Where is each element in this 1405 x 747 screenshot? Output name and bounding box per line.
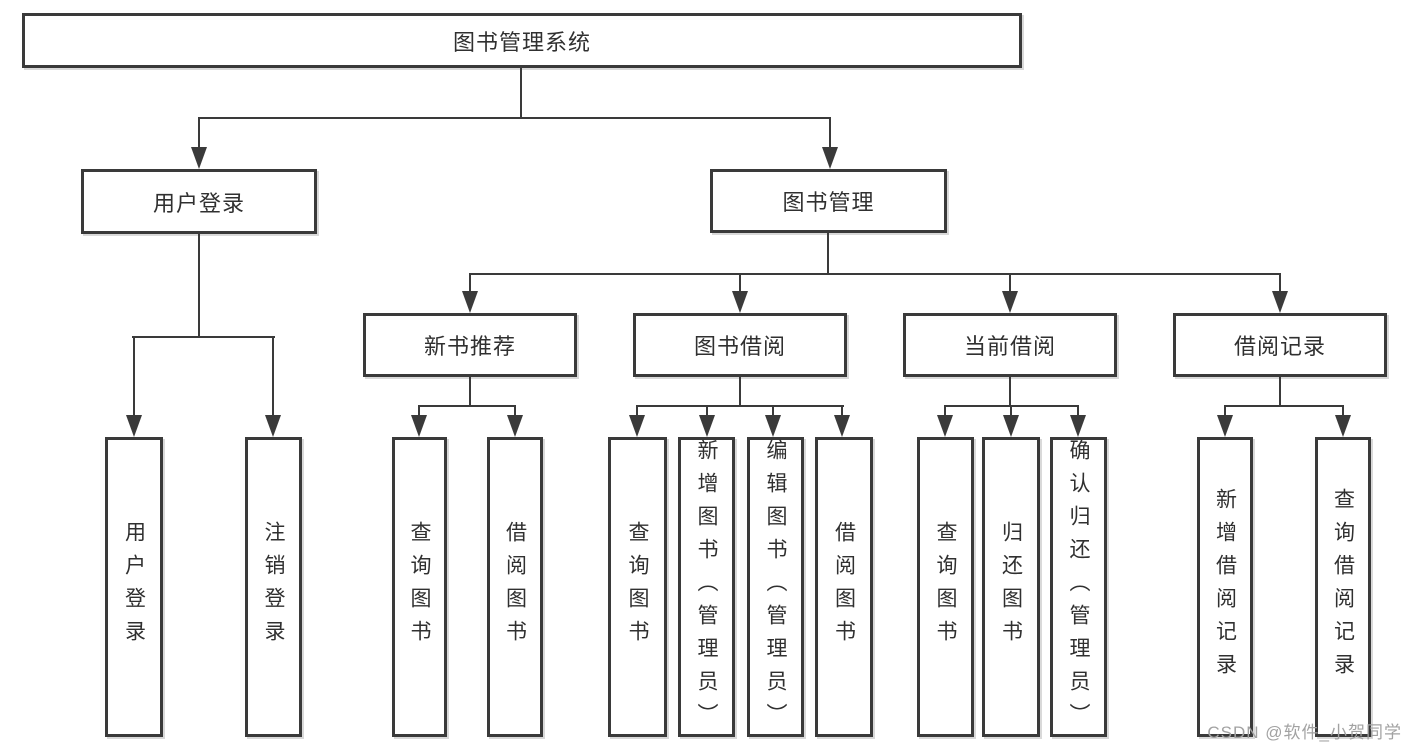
leaf-query-books-borrowing: 查询图书 bbox=[608, 437, 667, 737]
connector-line bbox=[520, 68, 522, 117]
connector-line bbox=[944, 405, 946, 417]
node-label: 新书推荐 bbox=[423, 334, 516, 359]
leaf-confirm-return-admin: 确认归还（管理员） bbox=[1050, 437, 1107, 737]
node-label: 用户登录 bbox=[152, 190, 245, 216]
arrowhead-icon bbox=[462, 291, 478, 313]
node-current-borrowing: 当前借阅 bbox=[903, 313, 1117, 377]
connector-line bbox=[1009, 377, 1011, 405]
node-book-borrowing: 图书借阅 bbox=[633, 313, 847, 377]
leaf-add-books-admin: 新增图书（管理员） bbox=[678, 437, 735, 737]
node-label: 用户登录 bbox=[122, 521, 146, 653]
arrowhead-icon bbox=[1217, 415, 1233, 437]
node-root-library-management-system: 图书管理系统 bbox=[22, 13, 1022, 68]
connector-line bbox=[636, 405, 844, 407]
connector-line bbox=[1279, 377, 1281, 405]
connector-line bbox=[636, 405, 638, 417]
connector-line bbox=[1279, 273, 1281, 293]
connector-line bbox=[841, 405, 843, 417]
leaf-query-borrow-record: 查询借阅记录 bbox=[1315, 437, 1371, 737]
node-label: 查询图书 bbox=[408, 521, 431, 653]
arrowhead-icon bbox=[126, 415, 142, 437]
connector-line bbox=[706, 405, 708, 417]
node-label: 注销登录 bbox=[262, 521, 285, 653]
connector-line bbox=[418, 405, 420, 417]
connector-line bbox=[198, 234, 200, 336]
leaf-logout: 注销登录 bbox=[245, 437, 302, 737]
arrowhead-icon bbox=[1272, 291, 1288, 313]
arrowhead-icon bbox=[411, 415, 427, 437]
connector-line bbox=[1077, 405, 1079, 417]
node-label: 确认归还（管理员） bbox=[1067, 438, 1090, 736]
arrowhead-icon bbox=[1003, 415, 1019, 437]
arrowhead-icon bbox=[265, 415, 281, 437]
leaf-return-books: 归还图书 bbox=[982, 437, 1040, 737]
watermark: CSDN @软件_小贺同学 bbox=[1207, 723, 1402, 742]
node-label: 图书管理系统 bbox=[452, 29, 591, 55]
connector-line bbox=[772, 405, 774, 417]
node-user-login: 用户登录 bbox=[81, 169, 317, 234]
arrowhead-icon bbox=[937, 415, 953, 437]
connector-line bbox=[1010, 405, 1012, 417]
connector-line bbox=[514, 405, 516, 417]
leaf-borrow-books-recommend: 借阅图书 bbox=[487, 437, 543, 737]
node-label: 查询图书 bbox=[934, 521, 957, 653]
arrowhead-icon bbox=[1335, 415, 1351, 437]
connector-line bbox=[829, 117, 831, 150]
connector-line bbox=[469, 273, 471, 293]
node-label: 图书借阅 bbox=[693, 334, 786, 359]
arrowhead-icon bbox=[822, 147, 838, 169]
leaf-add-borrow-record: 新增借阅记录 bbox=[1197, 437, 1253, 737]
arrowhead-icon bbox=[765, 415, 781, 437]
arrowhead-icon bbox=[629, 415, 645, 437]
connector-line bbox=[1224, 405, 1226, 417]
connector-line bbox=[1342, 405, 1344, 417]
node-label: 查询图书 bbox=[626, 521, 649, 653]
arrowhead-icon bbox=[1002, 291, 1018, 313]
arrowhead-icon bbox=[699, 415, 715, 437]
leaf-borrow-books-borrowing: 借阅图书 bbox=[815, 437, 873, 737]
node-book-management: 图书管理 bbox=[710, 169, 947, 233]
node-label: 当前借阅 bbox=[963, 334, 1056, 359]
node-label: 查询借阅记录 bbox=[1331, 488, 1355, 686]
connector-line bbox=[469, 273, 1281, 275]
connector-line bbox=[1224, 405, 1344, 407]
connector-line bbox=[418, 405, 516, 407]
connector-line bbox=[739, 377, 741, 405]
node-label: 借阅图书 bbox=[503, 521, 527, 653]
connector-line bbox=[739, 273, 741, 293]
node-new-book-recommendation: 新书推荐 bbox=[363, 313, 577, 377]
connector-line bbox=[132, 336, 275, 338]
node-label: 新增图书（管理员） bbox=[695, 438, 718, 736]
connector-line bbox=[1009, 273, 1011, 293]
connector-line bbox=[469, 377, 471, 405]
connector-line bbox=[198, 117, 831, 119]
arrowhead-icon bbox=[834, 415, 850, 437]
node-borrowing-records: 借阅记录 bbox=[1173, 313, 1387, 377]
arrowhead-icon bbox=[191, 147, 207, 169]
leaf-edit-books-admin: 编辑图书（管理员） bbox=[747, 437, 804, 737]
connector-line bbox=[198, 117, 200, 150]
leaf-query-books-recommend: 查询图书 bbox=[392, 437, 447, 737]
node-label: 借阅图书 bbox=[832, 521, 856, 653]
arrowhead-icon bbox=[507, 415, 523, 437]
connector-line bbox=[827, 233, 829, 273]
node-label: 新增借阅记录 bbox=[1213, 488, 1237, 686]
node-label: 图书管理 bbox=[782, 190, 875, 215]
connector-line bbox=[272, 336, 274, 419]
leaf-query-books-current: 查询图书 bbox=[917, 437, 974, 737]
arrowhead-icon bbox=[1070, 415, 1086, 437]
leaf-user-login: 用户登录 bbox=[105, 437, 163, 737]
node-label: 编辑图书（管理员） bbox=[764, 438, 787, 736]
arrowhead-icon bbox=[732, 291, 748, 313]
node-label: 借阅记录 bbox=[1233, 334, 1326, 359]
connector-line bbox=[133, 336, 135, 419]
node-label: 归还图书 bbox=[999, 521, 1023, 653]
